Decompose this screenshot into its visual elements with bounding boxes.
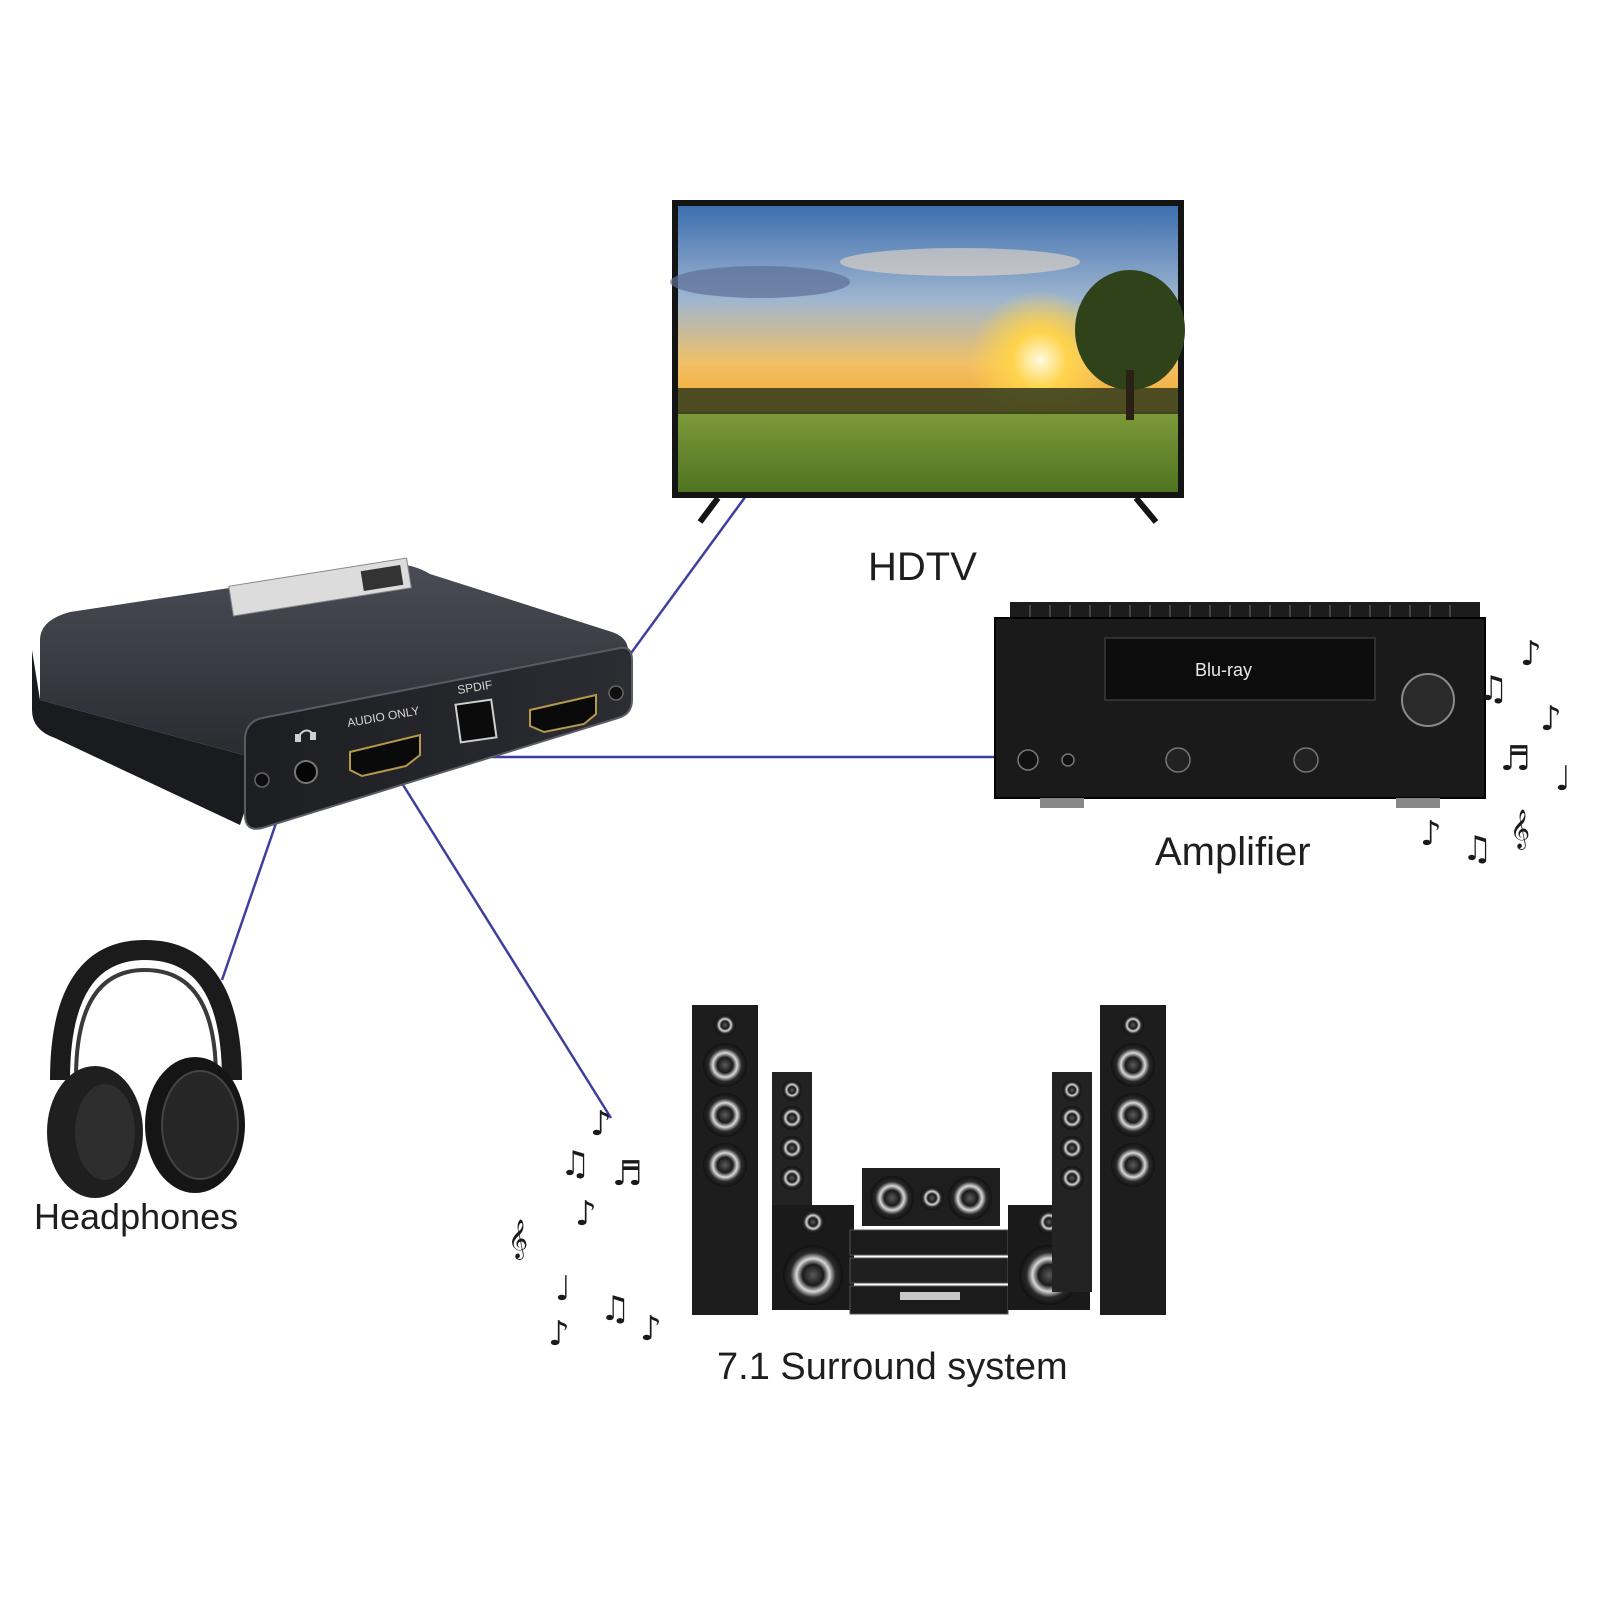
speaker-cone — [780, 1166, 804, 1190]
right-ear-cup-face — [161, 1070, 239, 1180]
speaker-cone — [703, 1093, 747, 1137]
headphone-jack — [294, 760, 318, 784]
music-notes-amplifier: ♪ ♫ ♪ ♬ ♩ ♪ ♫ 𝄞 — [1420, 634, 1571, 869]
music-notes-surround: ♪ ♫ ♬ 𝄞 ♪ ♩ ♫ ♪ ♪ — [508, 1104, 662, 1354]
connector-lines — [220, 473, 995, 1119]
label-surround-system: 7.1 Surround system — [717, 1346, 1068, 1388]
headband-inner — [74, 967, 218, 1079]
svg-text:♫: ♫ — [560, 1144, 590, 1184]
speaker-cone — [801, 1210, 825, 1234]
amp-display-text: Blu-ray — [1195, 660, 1252, 680]
speaker-cone — [782, 1080, 802, 1100]
extractor-sticker-logo — [360, 564, 404, 592]
amp-knob-small — [1293, 747, 1319, 773]
hdmi-port-audio-only — [349, 733, 421, 778]
speaker-cone — [714, 1014, 736, 1036]
svg-text:♩: ♩ — [1555, 759, 1571, 799]
svg-text:♪: ♪ — [575, 1194, 597, 1234]
speaker-cone — [1111, 1143, 1155, 1187]
speaker-cone — [1111, 1043, 1155, 1087]
svg-text:♩: ♩ — [555, 1269, 571, 1309]
speaker-cone — [948, 1176, 992, 1220]
screw-icon — [608, 685, 624, 701]
amplifier-device: Blu-ray — [994, 602, 1486, 808]
svg-text:♪: ♪ — [1540, 699, 1562, 739]
svg-text:♬: ♬ — [612, 1154, 642, 1194]
extractor-left-side — [32, 650, 262, 825]
svg-text:♪: ♪ — [548, 1314, 570, 1354]
tv-screen-cloud — [670, 266, 850, 298]
amp-power-button — [1017, 749, 1039, 771]
svg-text:♫: ♫ — [600, 1289, 630, 1329]
surround-system — [692, 1005, 1166, 1315]
speaker-cone — [703, 1143, 747, 1187]
tv-screen-grass — [678, 412, 1178, 492]
amp-knob-small — [1165, 747, 1191, 773]
audio-extractor: AUDIO ONLY SPDIF — [32, 557, 633, 830]
tv-stand-right — [1133, 496, 1159, 524]
headband — [50, 939, 242, 1081]
spdif-port — [454, 698, 498, 744]
label-amplifier: Amplifier — [1155, 830, 1311, 874]
line-to-headphones — [220, 799, 286, 981]
speaker-cone — [780, 1136, 804, 1160]
amp-vent-lines — [1029, 605, 1451, 617]
amp-top-vents — [1010, 602, 1480, 620]
svg-text:♪: ♪ — [1420, 814, 1442, 854]
speaker-cone — [1122, 1014, 1144, 1036]
svg-text:♫: ♫ — [1478, 669, 1508, 709]
speaker-cone — [1060, 1106, 1084, 1130]
speaker-cone — [1111, 1093, 1155, 1137]
tv-stand-left — [697, 496, 721, 524]
svg-text:𝄞: 𝄞 — [508, 1219, 528, 1260]
speaker-cone — [780, 1106, 804, 1130]
label-hdtv: HDTV — [868, 545, 977, 589]
line-to-surround — [398, 779, 613, 1119]
speaker-cone — [783, 1245, 843, 1305]
svg-text:♫: ♫ — [1462, 829, 1492, 869]
amp-foot-right — [1396, 798, 1440, 808]
tv-screen-tree — [1075, 270, 1185, 390]
label-headphones: Headphones — [34, 1196, 239, 1237]
svg-text:♪: ♪ — [640, 1309, 662, 1349]
svg-text:♪: ♪ — [1520, 634, 1542, 674]
port-label-spdif: SPDIF — [456, 678, 493, 697]
amp-volume-knob — [1401, 673, 1455, 727]
hdtv-device — [670, 200, 1185, 524]
speaker-cone — [920, 1186, 944, 1210]
speaker-cone — [1060, 1166, 1084, 1190]
tv-screen-treeline — [678, 388, 1178, 414]
left-ear-pad — [75, 1084, 135, 1180]
speaker-cone — [870, 1176, 914, 1220]
tv-screen-trunk — [1126, 370, 1134, 420]
screw-icon — [254, 772, 270, 788]
speaker-cone — [703, 1043, 747, 1087]
amp-phones-jack — [1061, 753, 1075, 767]
headphones-icon — [295, 729, 316, 742]
speaker-cone — [1060, 1136, 1084, 1160]
speaker-cone — [1062, 1080, 1082, 1100]
headphones-device — [47, 939, 245, 1198]
receiver-display — [900, 1292, 960, 1300]
amp-foot-left — [1040, 798, 1084, 808]
av-receiver — [849, 1229, 1009, 1256]
svg-text:♬: ♬ — [1500, 739, 1530, 779]
tv-screen-cloud — [840, 248, 1080, 276]
hdmi-port-output — [529, 693, 597, 734]
av-receiver — [849, 1257, 1009, 1284]
svg-text:𝄞: 𝄞 — [1510, 809, 1530, 850]
svg-text:♪: ♪ — [590, 1104, 612, 1144]
extractor-front-face — [244, 646, 633, 830]
amp-display-panel — [1104, 637, 1376, 701]
